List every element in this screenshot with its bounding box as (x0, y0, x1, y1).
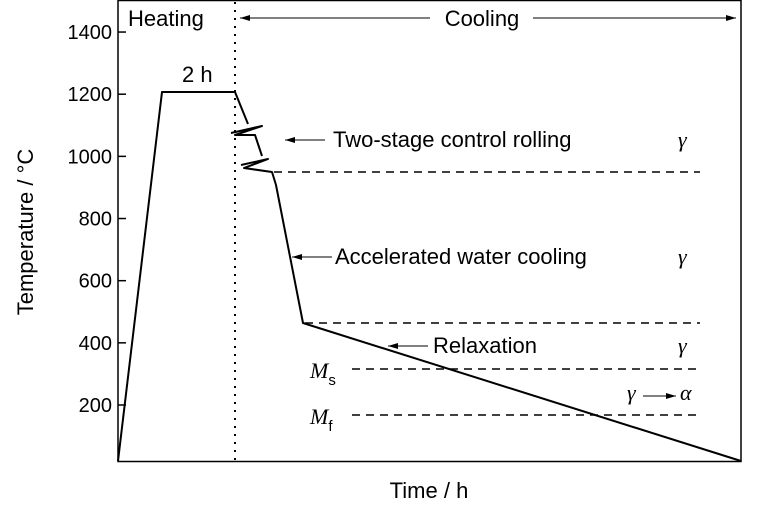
gamma-rolling: γ (678, 127, 688, 152)
y-tick-label: 600 (79, 271, 112, 293)
gamma-water: γ (678, 244, 688, 269)
temperature-profile-curve (117, 91, 742, 462)
ms-label: Ms (309, 358, 336, 389)
water-cooling-label: Accelerated water cooling (335, 244, 587, 269)
rolling-label: Two-stage control rolling (333, 127, 571, 152)
ms-sub: s (328, 372, 336, 389)
y-tick-label: 1200 (68, 84, 113, 106)
transform-to: α (680, 380, 692, 405)
hold-time-label: 2 h (182, 62, 213, 87)
reference-lines (274, 171, 700, 416)
y-tick-label: 200 (79, 395, 112, 417)
mf-sub: f (328, 418, 333, 435)
y-tick-label: 400 (79, 333, 112, 355)
plot-frame (117, 0, 742, 463)
y-axis: 200 400 600 800 1000 1200 1400 (68, 22, 126, 417)
x-axis-label: Time / h (390, 478, 469, 503)
cooling-label: Cooling (445, 6, 520, 31)
y-tick-label: 800 (79, 209, 112, 231)
y-axis-label: Temperature / °C (13, 149, 38, 316)
y-tick-label: 1000 (68, 146, 113, 168)
heating-label: Heating (128, 6, 204, 31)
gamma-relaxation: γ (678, 333, 688, 358)
mf-label: Mf (309, 404, 333, 435)
mf-main: M (309, 404, 330, 429)
y-tick-label: 1400 (68, 22, 113, 44)
transform-from: γ (627, 380, 637, 405)
relaxation-label: Relaxation (433, 333, 537, 358)
ms-main: M (309, 358, 330, 383)
